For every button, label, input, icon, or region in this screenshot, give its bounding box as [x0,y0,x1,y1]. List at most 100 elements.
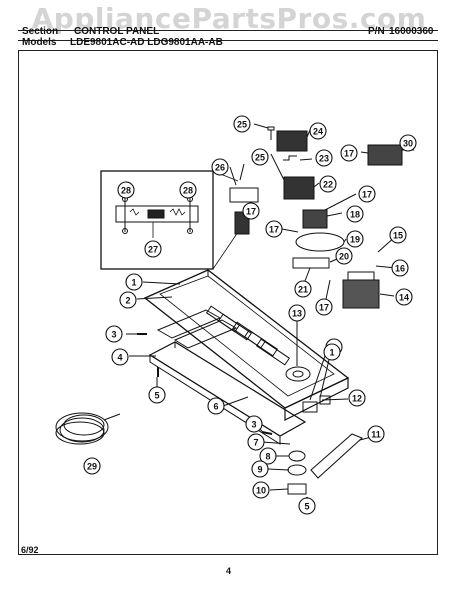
callout-circle-4 [111,348,129,366]
callout-circle-8 [259,447,277,465]
callout-label-17: 17 [246,207,256,217]
part-10-ring [287,483,307,495]
callout-circle-17 [358,185,376,203]
callout-label-18: 18 [350,210,360,220]
callout-circle-6 [207,397,225,415]
callout-label-21: 21 [298,285,308,295]
section-label: Section [22,26,59,37]
revision-date: 6/92 [21,545,39,555]
models-label: Models [22,37,57,48]
part-26-bracket [229,187,259,203]
models-value: LDE9801AC-AD LDG9801AA-AB [70,37,223,48]
callout-label-23: 23 [319,154,329,164]
header-top-rule [18,30,438,31]
callout-circle-13 [288,304,306,322]
pn-value: 16000360 [389,26,434,37]
callout-label-22: 22 [323,180,333,190]
callout-label-17: 17 [362,190,372,200]
footer-rule [18,554,438,555]
header-bottom-rule [18,50,438,51]
callout-circle-17 [340,144,358,162]
callout-circle-21 [294,280,312,298]
callout-circle-3 [245,415,263,433]
inset-detail-box [100,170,214,270]
callout-label-25: 25 [255,153,265,163]
callout-circle-14 [395,288,413,306]
callout-label-27: 27 [148,245,158,255]
part-19-plate [295,232,345,252]
part-14-motor [342,279,380,309]
callout-label-1: 1 [329,348,334,358]
callout-circle-20 [335,247,353,265]
callout-circle-17 [242,202,260,220]
callout-label-9: 9 [257,465,262,475]
callout-label-28: 28 [183,186,193,196]
callout-circle-11 [367,425,385,443]
callout-circle-1 [323,343,341,361]
callout-circle-19 [346,230,364,248]
callout-circle-29 [83,457,101,475]
callout-label-24: 24 [313,127,323,137]
callout-labels: 1112334556789101112131415161717171717181… [83,115,417,515]
front-trim [148,341,307,437]
part-22-switch [283,176,315,200]
callout-label-15: 15 [393,231,403,241]
callout-label-25: 25 [237,120,247,130]
callout-circle-23 [315,149,333,167]
callout-label-12: 12 [352,394,362,404]
part-29-wire-harness [55,412,121,445]
callout-circle-2 [119,291,137,309]
callout-label-26: 26 [215,163,225,173]
callout-label-10: 10 [256,486,266,496]
callout-label-5: 5 [154,391,159,401]
callout-circle-18 [346,205,364,223]
callout-label-11: 11 [371,430,381,440]
part-8-knob [288,450,306,462]
callout-circle-28 [117,181,135,199]
pn-label: P/N [368,26,385,37]
callout-circle-15 [389,226,407,244]
callout-label-30: 30 [403,139,413,149]
callout-label-17: 17 [319,303,329,313]
section-value: CONTROL PANEL [74,26,160,37]
callout-label-6: 6 [213,402,218,412]
callout-circle-16 [391,259,409,277]
callout-circle-27 [144,240,162,258]
part-24-ignition-switch [276,130,308,152]
callout-circle-1 [125,273,143,291]
callout-label-28: 28 [121,186,131,196]
callout-circle-26 [211,158,229,176]
callout-label-1: 1 [131,278,136,288]
callout-circle-3 [105,325,123,343]
callout-circle-7 [247,433,265,451]
watermark: AppliancePartsPros.com [31,2,427,35]
callout-circle-5 [148,386,166,404]
part-30-timer [367,144,403,166]
callout-label-19: 19 [350,235,360,245]
part-18-switch [302,209,328,229]
callout-label-20: 20 [339,252,349,262]
header-mid-rule [18,40,438,41]
callout-label-8: 8 [265,452,270,462]
callout-label-17: 17 [269,225,279,235]
callout-circle-22 [319,175,337,193]
callout-circle-24 [309,122,327,140]
callout-circle-25 [251,148,269,166]
callout-label-2: 2 [125,296,130,306]
callout-circle-10 [252,481,270,499]
callout-label-3: 3 [111,330,116,340]
callout-label-4: 4 [117,353,122,363]
callout-circle-30 [399,134,417,152]
callout-label-3: 3 [251,420,256,430]
callout-label-17: 17 [344,149,354,159]
callout-circle-17 [265,220,283,238]
inset-switch-bar [115,205,199,223]
callout-circle-25 [233,115,251,133]
callout-circle-9 [251,460,269,478]
callout-circle-17 [315,298,333,316]
callout-circle-12 [348,389,366,407]
callout-label-13: 13 [292,309,302,319]
callout-circle-28 [179,181,197,199]
